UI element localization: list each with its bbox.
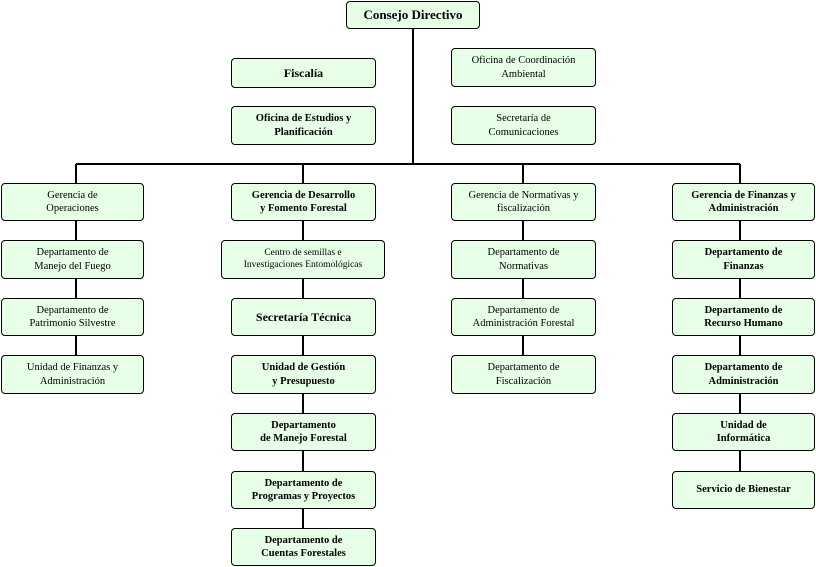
depto-normativas-box: Departamento de Normativas	[451, 240, 596, 279]
depto-admin-forestal-box: Departamento de Administración Forestal	[451, 298, 596, 336]
servicio-bienestar-box: Servicio de Bienestar	[672, 471, 815, 509]
oficina-estudios-box: Oficina de Estudios y Planificación	[231, 106, 376, 145]
depto-recurso-humano-box: Departamento de Recurso Humano	[672, 298, 815, 336]
gerencia-normativas-box: Gerencia de Normativas y fiscalización	[451, 183, 596, 221]
gerencia-operaciones-box: Gerencia de Operaciones	[1, 183, 144, 221]
gerencia-finanzas-box: Gerencia de Finanzas y Administración	[672, 183, 815, 221]
unidad-gestion-box: Unidad de Gestión y Presupuesto	[231, 355, 376, 394]
oficina-coordinacion-box: Oficina de Coordinación Ambiental	[451, 48, 596, 87]
depto-manejo-forestal-box: Departamento de Manejo Forestal	[231, 413, 376, 451]
unidad-informatica-box: Unidad de Informática	[672, 413, 815, 451]
secretaria-comunicaciones-box: Secretaría de Comunicaciones	[451, 106, 596, 145]
depto-programas-proyectos-box: Departamento de Programas y Proyectos	[231, 471, 376, 509]
depto-cuentas-forestales-box: Departamento de Cuentas Forestales	[231, 528, 376, 566]
depto-patrimonio-silvestre-box: Departamento de Patrimonio Silvestre	[1, 298, 144, 336]
depto-administracion-box: Departamento de Administración	[672, 355, 815, 394]
depto-fiscalizacion-box: Departamento de Fiscalización	[451, 355, 596, 394]
centro-semillas-box: Centro de semillas e Investigaciones Ent…	[221, 240, 385, 279]
unidad-finanzas-admin-box: Unidad de Finanzas y Administración	[1, 355, 144, 394]
fiscalia-box: Fiscalía	[231, 58, 376, 88]
depto-manejo-fuego-box: Departamento de Manejo del Fuego	[1, 240, 144, 279]
consejo-directivo-box: Consejo Directivo	[346, 1, 480, 29]
secretaria-tecnica-box: Secretaría Técnica	[231, 298, 376, 336]
gerencia-desarrollo-box: Gerencia de Desarrollo y Fomento Foresta…	[231, 183, 376, 221]
depto-finanzas-box: Departamento de Finanzas	[672, 240, 815, 279]
